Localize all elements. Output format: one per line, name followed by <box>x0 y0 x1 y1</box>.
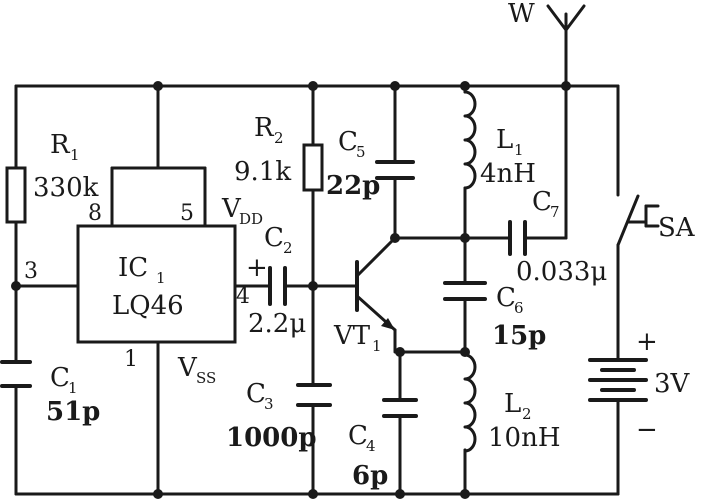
junction-dot <box>395 347 405 357</box>
c3-name: C <box>246 379 266 409</box>
switch-sa: SA <box>616 194 696 247</box>
c4-value: 6p <box>352 461 388 491</box>
ic1-vss: V <box>177 353 198 383</box>
resistor-r1: R 1 330k <box>5 130 99 224</box>
ic1-pin1: 1 <box>124 347 138 372</box>
c3-sub: 3 <box>264 395 274 413</box>
l1-sub: 1 <box>514 141 524 159</box>
junction-dot <box>390 81 400 91</box>
c6-sub: 6 <box>514 299 524 317</box>
c5-sub: 5 <box>356 143 366 161</box>
ic1-name: IC <box>118 253 148 283</box>
c1-sub: 1 <box>68 379 78 397</box>
capacitor-c3: C 3 1000p <box>226 379 332 453</box>
junction-dot <box>11 281 21 291</box>
c5-name: C <box>338 127 358 157</box>
c4-name: C <box>348 421 368 451</box>
c1-name: C <box>50 363 70 393</box>
ic1-part: LQ46 <box>112 291 184 321</box>
capacitor-c4: C 4 6p <box>348 398 418 491</box>
capacitor-c5: C 5 22p <box>326 127 415 201</box>
junction-dots <box>11 81 571 499</box>
c5-value: 22p <box>326 171 380 201</box>
ic1-sub: 1 <box>156 269 166 287</box>
ic1-chip: IC 1 LQ46 8 5 3 4 1 V DD V SS <box>24 194 263 387</box>
vt1-sub: 1 <box>372 337 382 355</box>
wires <box>14 84 620 496</box>
ic1-vdd-sub: DD <box>239 210 263 228</box>
r1-sub: 1 <box>70 146 80 164</box>
battery-value: 3V <box>654 369 691 399</box>
r2-sub: 2 <box>274 129 284 147</box>
inductor-l2: L 2 10nH <box>463 350 561 453</box>
capacitor-c6: C 6 15p <box>443 281 546 351</box>
resistor-r2: R 2 9.1k <box>234 113 324 192</box>
ic1-pin4: 4 <box>236 284 250 309</box>
junction-dot <box>460 81 470 91</box>
ic1-pin3: 3 <box>24 259 38 284</box>
junction-dot <box>308 281 318 291</box>
l1-value: 4nH <box>480 159 536 189</box>
c4-sub: 4 <box>366 437 376 455</box>
c2-name: C <box>264 223 284 253</box>
ic1-pin8: 8 <box>88 201 102 226</box>
r1-name: R <box>50 130 71 160</box>
c6-value: 15p <box>492 321 546 351</box>
junction-dot <box>308 81 318 91</box>
antenna-label: W <box>508 0 535 29</box>
junction-dot <box>390 233 400 243</box>
c2-polarity: + <box>246 253 268 283</box>
junction-dot <box>561 81 571 91</box>
l2-value: 10nH <box>488 423 561 453</box>
junction-dot <box>153 489 163 499</box>
r2-value: 9.1k <box>234 157 291 187</box>
l1-name: L <box>496 125 513 155</box>
junction-dot <box>460 233 470 243</box>
ic1-vss-sub: SS <box>196 369 216 387</box>
c1-value: 51p <box>46 397 100 427</box>
battery-plus: + <box>636 327 658 357</box>
inductor-l1: L 1 4nH <box>463 90 536 194</box>
l2-name: L <box>504 389 521 419</box>
antenna-symbol: W <box>508 0 586 88</box>
c2-value: 2.2μ <box>248 309 306 339</box>
capacitor-c2: + C 2 2.2μ <box>246 223 306 339</box>
c3-value: 1000p <box>226 423 317 453</box>
c7-name: C <box>532 187 552 217</box>
capacitor-c7: C 7 0.033μ <box>508 187 607 287</box>
r2-name: R <box>254 113 275 143</box>
junction-dot <box>460 347 470 357</box>
junction-dot <box>395 489 405 499</box>
vt1-name: VT <box>333 321 371 351</box>
c7-value: 0.033μ <box>516 257 607 287</box>
l2-sub: 2 <box>522 405 532 423</box>
junction-dot <box>308 489 318 499</box>
c7-sub: 7 <box>550 203 560 221</box>
c6-name: C <box>496 283 516 313</box>
junction-dot <box>153 81 163 91</box>
ic1-pin5: 5 <box>180 201 194 226</box>
junction-dot <box>460 489 470 499</box>
transistor-vt1: VT 1 <box>333 236 397 355</box>
r1-value: 330k <box>33 173 99 203</box>
ic1-vdd: V <box>221 194 242 224</box>
battery-3v: + 3V − <box>588 327 691 445</box>
capacitor-c1: C 1 51p <box>0 360 100 427</box>
switch-label: SA <box>658 213 696 243</box>
c2-sub: 2 <box>283 239 293 257</box>
battery-minus: − <box>636 415 658 445</box>
